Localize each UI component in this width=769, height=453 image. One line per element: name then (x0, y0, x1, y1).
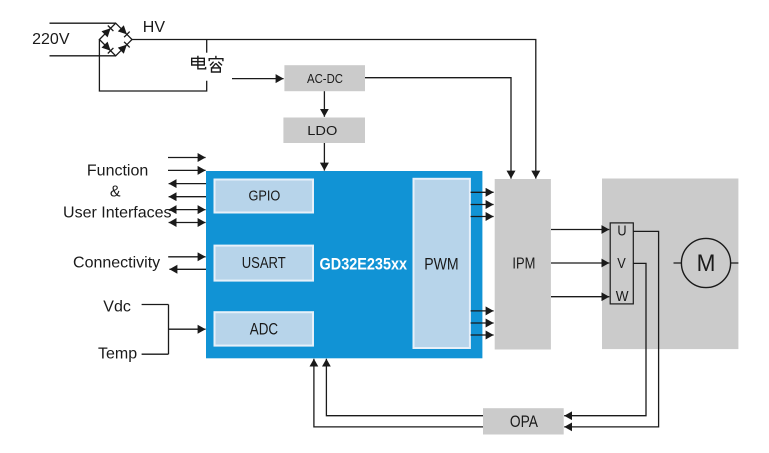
svg-text:ADC: ADC (250, 320, 278, 338)
svg-text:IPM: IPM (512, 255, 535, 272)
svg-text:GPIO: GPIO (249, 188, 281, 204)
svg-text:Function: Function (87, 162, 148, 179)
svg-text:U: U (617, 223, 626, 240)
svg-text:Temp: Temp (98, 346, 137, 363)
svg-text:GD32E235xx: GD32E235xx (320, 255, 408, 273)
svg-text:M: M (697, 250, 716, 277)
svg-text:Vdc: Vdc (103, 298, 131, 315)
svg-text:V: V (617, 255, 626, 272)
svg-text:OPA: OPA (510, 413, 538, 431)
svg-text:PWM: PWM (424, 255, 458, 273)
svg-text:220V: 220V (32, 31, 70, 48)
svg-text:AC-DC: AC-DC (307, 71, 343, 86)
svg-text:&: & (110, 184, 121, 201)
svg-text:USART: USART (242, 255, 286, 272)
svg-text:W: W (616, 288, 630, 305)
svg-text:User Interfaces: User Interfaces (63, 205, 171, 222)
svg-text:LDO: LDO (307, 123, 337, 138)
svg-text:Connectivity: Connectivity (73, 254, 160, 271)
svg-text:HV: HV (143, 19, 166, 36)
